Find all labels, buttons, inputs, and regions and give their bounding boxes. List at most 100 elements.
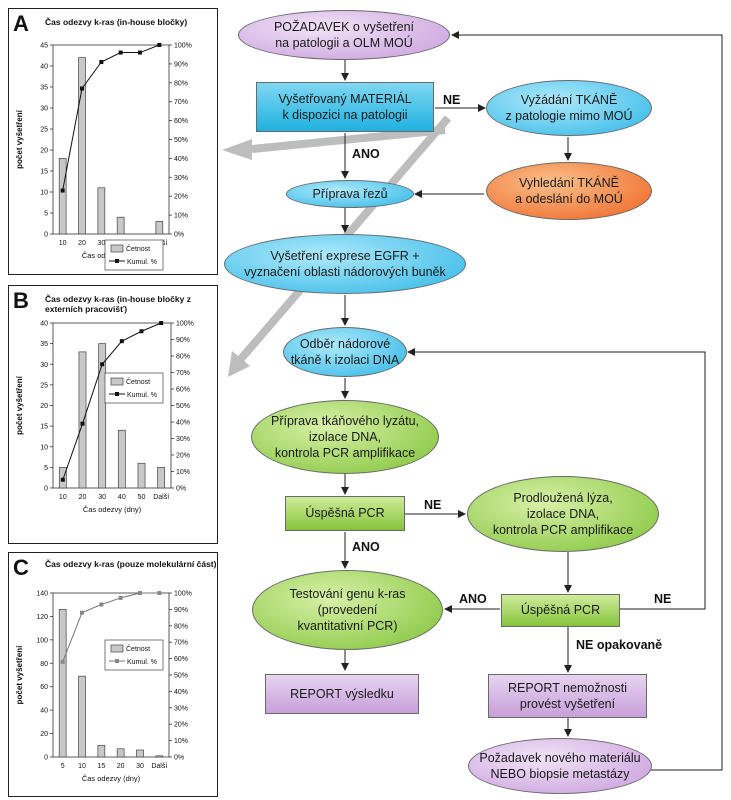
y2-tick-label: 90% xyxy=(174,61,188,68)
bar xyxy=(97,187,106,235)
y2-tick-label: 20% xyxy=(174,194,188,201)
bar xyxy=(98,343,107,489)
y2-tick-label: 50% xyxy=(174,137,188,144)
legend-swatch-point xyxy=(115,392,119,396)
y2-tick-label: 0% xyxy=(174,232,184,239)
y-tick-label: 25 xyxy=(40,382,48,389)
legend-label: Kumul. % xyxy=(127,392,157,399)
legend-swatch-point xyxy=(115,259,119,263)
y2-tick-label: 80% xyxy=(176,354,190,361)
y2-tick-label: 10% xyxy=(174,738,188,745)
label-ne-material: NE xyxy=(443,93,461,107)
y2-tick-label: 90% xyxy=(176,337,190,344)
y2-tick-label: 40% xyxy=(174,689,188,696)
edge-newmaterial-loop-request xyxy=(451,31,723,771)
x-axis-label: Čas odezvy (dny) xyxy=(82,774,141,783)
y-tick-label: 20 xyxy=(40,731,48,738)
y-tick-label: 0 xyxy=(44,755,48,762)
node-cut-prep: Příprava řezů xyxy=(286,180,414,208)
cumulative-point xyxy=(60,659,65,664)
y2-tick-label: 90% xyxy=(174,607,188,614)
y-tick-label: 35 xyxy=(40,85,48,92)
cumulative-point xyxy=(80,86,84,91)
bar xyxy=(155,755,164,758)
x-tick-label: 20 xyxy=(78,240,86,247)
x-tick-label: 20 xyxy=(79,494,87,501)
x-tick-label: Další xyxy=(153,494,169,501)
y-tick-label: 20 xyxy=(40,148,48,155)
label-ne-repeated: NE opakovaně xyxy=(576,638,663,652)
y2-tick-label: 80% xyxy=(174,80,188,87)
node-request: POŽADAVEK o vyšetření na patologii a OLM… xyxy=(238,10,450,60)
x-tick-label: 30 xyxy=(97,240,105,247)
cumulative-point xyxy=(159,321,164,325)
y2-tick-label: 40% xyxy=(176,420,190,427)
y-tick-label: 10 xyxy=(40,190,48,197)
bar xyxy=(137,462,146,489)
node-report-fail: REPORT nemožnosti provést vyšetření xyxy=(488,674,647,718)
legend-swatch-point xyxy=(115,659,119,663)
y2-tick-label: 50% xyxy=(174,673,188,680)
y2-tick-label: 40% xyxy=(174,156,188,163)
x-tick-label: 30 xyxy=(136,763,144,770)
y-tick-label: 15 xyxy=(40,169,48,176)
cumulative-point xyxy=(100,362,105,367)
node-pcr-ok-2: Úspěšná PCR xyxy=(501,594,620,627)
node-egfr: Vyšetření exprese EGFR + vyznačení oblas… xyxy=(224,234,466,294)
y2-tick-label: 20% xyxy=(174,722,188,729)
cumulative-point xyxy=(138,50,142,55)
panel-c-title: Čas odezvy k-ras (pouze molekulární část… xyxy=(45,559,217,569)
node-tissue-search: Vyhledání TKÁNĚ a odeslání do MOÚ xyxy=(486,162,652,220)
y2-tick-label: 10% xyxy=(176,469,190,476)
cumulative-point xyxy=(119,339,124,344)
node-new-material: Požadavek nového materiálu NEBO biopsie … xyxy=(468,738,652,794)
bar xyxy=(78,351,87,489)
cumulative-point xyxy=(80,421,85,426)
panel-c: C Čas odezvy k-ras (pouze molekulární čá… xyxy=(8,552,218,797)
legend-swatch-bar xyxy=(110,644,124,653)
y-axis-label: počet vyšetření xyxy=(15,375,24,434)
node-material: Vyšetřovaný MATERIÁL k dispozici na pato… xyxy=(256,82,434,132)
y2-tick-label: 70% xyxy=(176,370,190,377)
bar xyxy=(78,57,86,235)
y-tick-label: 40 xyxy=(40,708,48,715)
y2-tick-label: 50% xyxy=(176,403,190,410)
label-ano-pcr1: ANO xyxy=(352,540,380,554)
bar xyxy=(116,748,125,758)
bar xyxy=(58,158,67,235)
label-ne-pcr1: NE xyxy=(424,498,442,512)
panel-c-letter: C xyxy=(13,555,29,580)
y-tick-label: 20 xyxy=(40,403,48,410)
cumulative-point xyxy=(138,591,142,595)
panel-c-chart: 0204060801001201400%10%20%30%40%50%60%70… xyxy=(15,591,192,784)
plot-frame xyxy=(52,592,170,758)
bar xyxy=(58,609,67,758)
x-tick-label: 10 xyxy=(59,240,67,247)
x-tick-label: 10 xyxy=(59,494,67,501)
panel-b: B Čas odezvy k-ras (in-house bločky z ex… xyxy=(8,285,218,544)
y2-tick-label: 100% xyxy=(176,321,194,328)
y-tick-label: 10 xyxy=(40,444,48,451)
x-axis-label: Čas odezvy (dny) xyxy=(83,505,142,514)
legend-swatch-bar xyxy=(110,377,124,386)
x-tick-label: 30 xyxy=(98,494,106,501)
x-tick-label: 20 xyxy=(117,763,125,770)
y-tick-label: 35 xyxy=(40,341,48,348)
y2-tick-label: 100% xyxy=(174,591,192,598)
legend-label: Kumul. % xyxy=(127,659,157,666)
panel-a-chart: 0510152025303540450%10%20%30%40%50%60%70… xyxy=(15,43,192,271)
y-tick-label: 15 xyxy=(40,424,48,431)
x-tick-label: 15 xyxy=(97,763,105,770)
y2-tick-label: 100% xyxy=(174,43,192,50)
y-tick-label: 80 xyxy=(40,661,48,668)
y2-tick-label: 30% xyxy=(174,705,188,712)
y2-tick-label: 30% xyxy=(176,436,190,443)
panel-b-letter: B xyxy=(13,288,29,313)
cumulative-point xyxy=(157,591,162,595)
bar xyxy=(78,675,86,758)
node-extended-lysis: Prodloužená lýza, izolace DNA, kontrola … xyxy=(467,476,659,552)
y-tick-label: 40 xyxy=(40,64,48,71)
cumulative-point xyxy=(139,329,144,334)
y2-tick-label: 0% xyxy=(176,486,186,493)
y2-tick-label: 0% xyxy=(174,755,184,762)
